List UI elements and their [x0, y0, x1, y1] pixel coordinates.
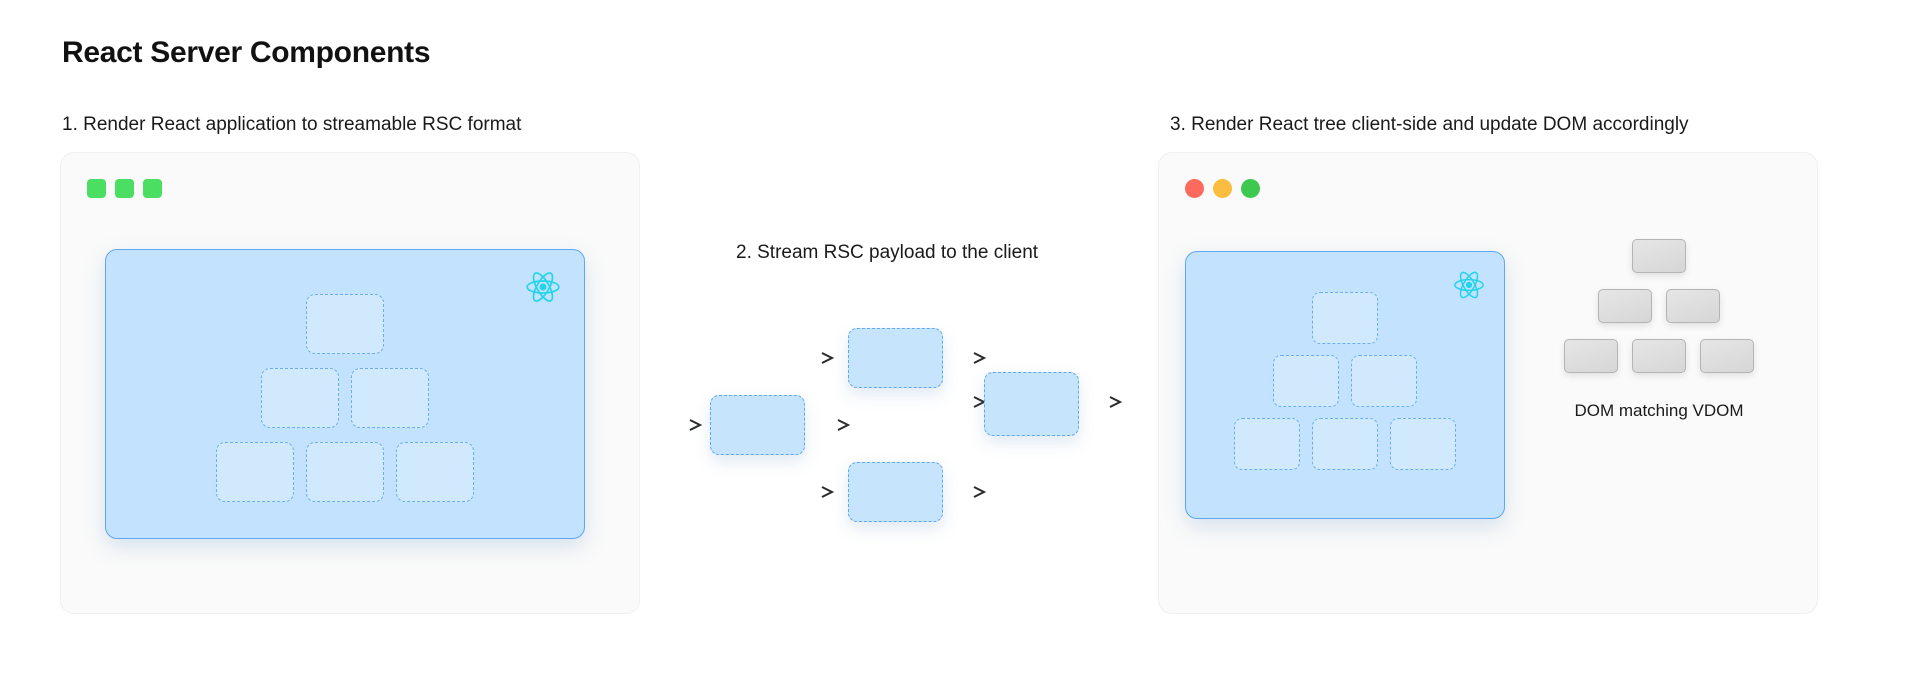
dom-node — [1598, 289, 1652, 323]
payload-chunk-box — [848, 328, 943, 388]
dom-node — [1666, 289, 1720, 323]
window-controls-squares — [87, 179, 162, 198]
window-control-square-1[interactable] — [87, 179, 106, 198]
stream-arrow-icon — [806, 418, 856, 432]
window-controls-traffic-lights — [1185, 179, 1260, 198]
tree-node — [1312, 292, 1378, 344]
payload-chunk-box — [984, 372, 1079, 436]
stream-arrow-icon — [640, 418, 708, 432]
dom-node — [1700, 339, 1754, 373]
stream-arrow-icon — [944, 485, 992, 499]
dom-row — [1564, 339, 1754, 373]
window-control-square-3[interactable] — [143, 179, 162, 198]
react-logo-icon — [524, 268, 562, 306]
step-2-heading: 2. Stream RSC payload to the client — [736, 242, 1039, 263]
stream-arrow-icon — [1080, 395, 1128, 409]
tree-row — [1273, 355, 1417, 407]
tree-row — [216, 442, 474, 502]
stream-arrow-icon — [778, 485, 840, 499]
step-3-heading: 3. Render React tree client-side and upd… — [1170, 114, 1689, 135]
dom-tree-group: DOM matching VDOM — [1539, 239, 1779, 421]
window-control-maximize-icon[interactable] — [1241, 179, 1260, 198]
react-logo-icon — [1452, 268, 1486, 302]
window-control-minimize-icon[interactable] — [1213, 179, 1232, 198]
dom-node — [1632, 339, 1686, 373]
tree-node — [1273, 355, 1339, 407]
server-render-panel — [60, 152, 640, 614]
tree-node — [306, 442, 384, 502]
dom-row — [1598, 289, 1720, 323]
stream-arrow-icon — [760, 351, 840, 365]
tree-node — [1312, 418, 1378, 470]
tree-node — [306, 294, 384, 354]
tree-node — [216, 442, 294, 502]
tree-node — [261, 368, 339, 428]
dom-node — [1564, 339, 1618, 373]
payload-chunk-box — [710, 395, 805, 455]
virtual-dom-tree — [106, 294, 584, 502]
window-control-square-2[interactable] — [115, 179, 134, 198]
tree-row — [306, 294, 384, 354]
page-title: React Server Components — [62, 36, 431, 69]
step-1-heading: 1. Render React application to streamabl… — [62, 114, 522, 135]
tree-node — [1351, 355, 1417, 407]
tree-row — [261, 368, 429, 428]
tree-node — [1234, 418, 1300, 470]
payload-chunk-box — [848, 462, 943, 522]
client-virtual-dom-tree — [1186, 292, 1504, 470]
dom-row — [1632, 239, 1686, 273]
dom-caption: DOM matching VDOM — [1574, 401, 1744, 420]
tree-node — [351, 368, 429, 428]
rsc-tree-card — [105, 249, 585, 539]
stream-arrow-icon — [944, 351, 992, 365]
tree-node — [396, 442, 474, 502]
client-vdom-card — [1185, 251, 1505, 519]
tree-row — [1312, 292, 1378, 344]
client-render-panel: DOM matching VDOM — [1158, 152, 1818, 614]
dom-node — [1632, 239, 1686, 273]
rsc-stream-flow — [640, 290, 1150, 522]
window-control-close-icon[interactable] — [1185, 179, 1204, 198]
tree-node — [1390, 418, 1456, 470]
tree-row — [1234, 418, 1456, 470]
